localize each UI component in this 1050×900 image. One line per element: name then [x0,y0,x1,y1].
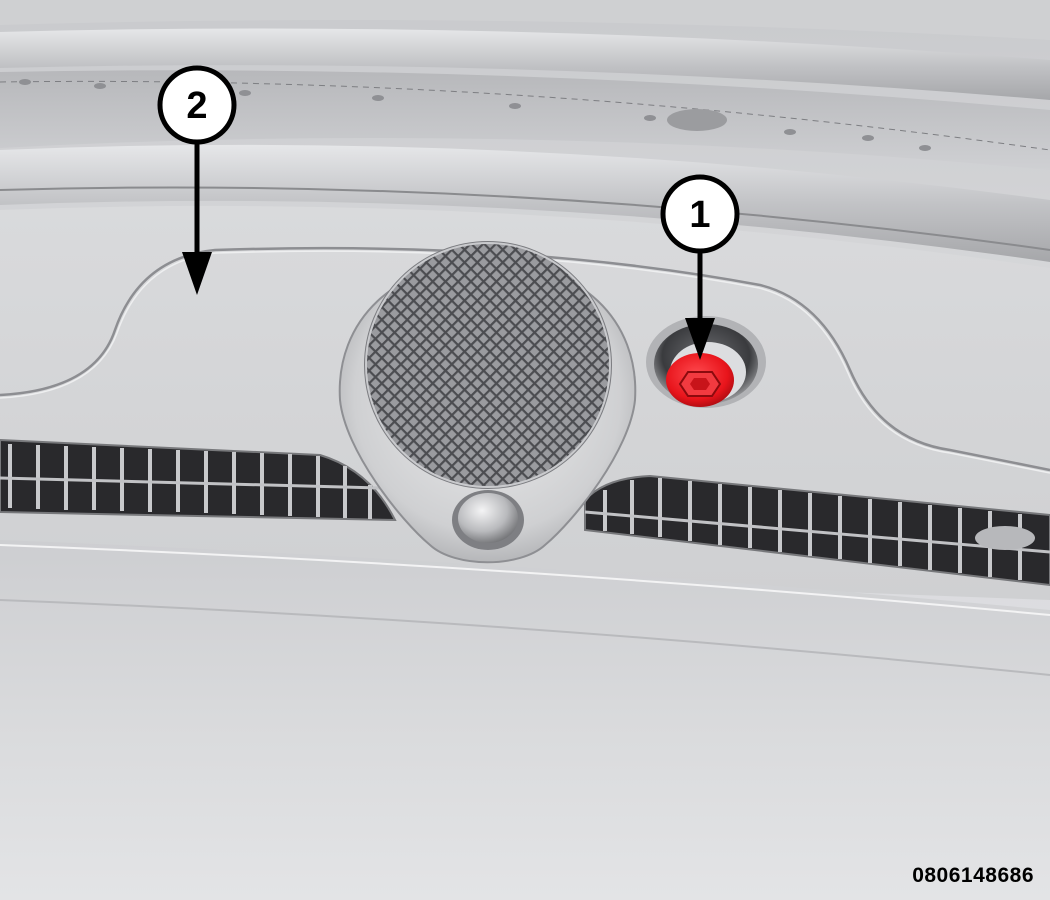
lower-trim-rail [0,144,1050,262]
arrow-down-icon [685,318,715,360]
defroster-strip [0,70,1050,170]
sensor-bump [667,109,727,131]
fastener-bolt-center [690,378,710,390]
callout-1-number: 1 [689,194,710,236]
sunload-sensor [458,493,518,543]
callout-1: 1 [660,174,740,360]
speaker-grille-edge [365,242,611,488]
left-defroster-vent [0,438,397,522]
windshield-edge [0,0,1050,40]
speaker-grille-mesh [366,243,610,487]
arrow-down-icon [182,252,212,295]
defroster-dots [19,79,931,151]
dash-lower-crease [0,599,1050,676]
defroster-seam [0,80,1050,151]
dashboard-lower-surface [0,540,1050,900]
callout-2: 2 [157,65,237,295]
dash-edge-highlight [0,544,1050,616]
figure-id: 0806148686 [912,864,1034,887]
circled-number-icon [157,65,237,145]
callout-2-number: 2 [186,85,207,127]
upper-trim-rail [0,28,1050,100]
circled-number-icon [660,174,740,254]
trim-crease [0,186,1050,251]
